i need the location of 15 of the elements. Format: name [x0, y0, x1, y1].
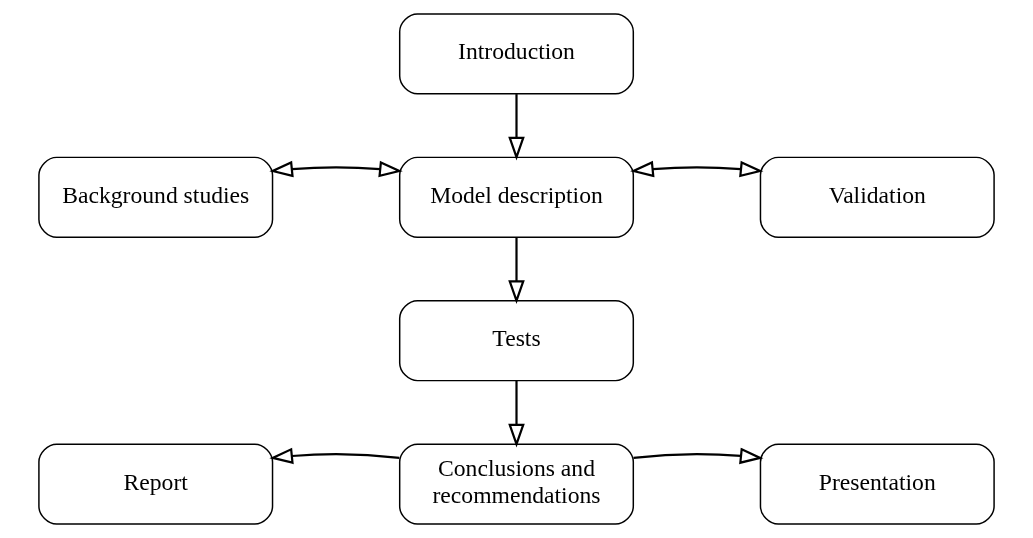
arrow — [508, 380, 525, 448]
node-box: Conclusions and recommendations — [398, 443, 635, 525]
arrow — [508, 94, 525, 161]
node-box: Report — [38, 443, 274, 525]
arrow — [630, 160, 764, 178]
node-box: Introduction — [398, 13, 635, 95]
node-box: Model description — [398, 156, 635, 238]
arrow — [269, 160, 403, 178]
arrow — [508, 237, 525, 304]
node-box: Validation — [759, 156, 995, 238]
node-box: Background studies — [38, 156, 274, 238]
node-box: Presentation — [759, 443, 995, 525]
node-box: Tests — [398, 300, 635, 382]
arrow — [269, 447, 400, 465]
arrow — [633, 447, 764, 465]
